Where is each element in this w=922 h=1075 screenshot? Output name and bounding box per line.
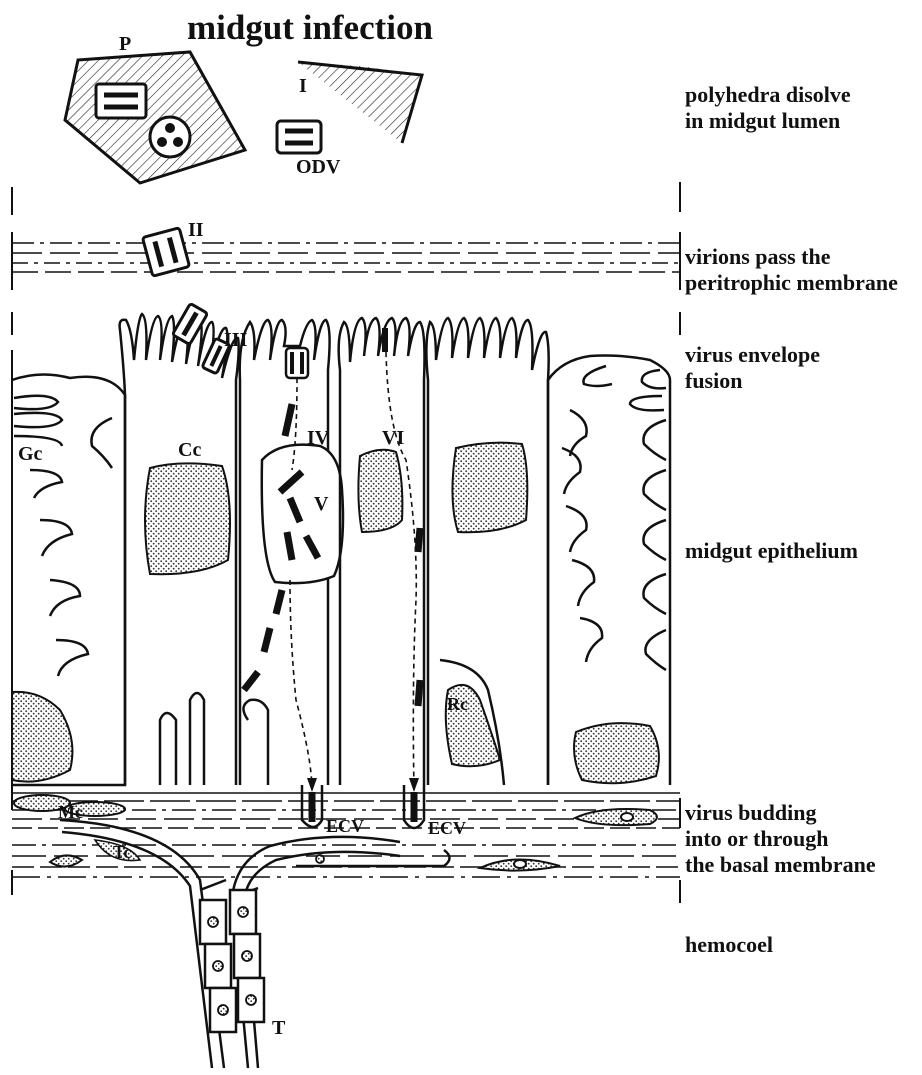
label-vi: VI	[382, 428, 404, 448]
label-t: T	[272, 1018, 285, 1038]
label-ecv-right: ECV	[428, 818, 466, 838]
label-gc: Gc	[18, 444, 42, 464]
polyhedron-shape	[65, 52, 245, 183]
nucleus-goblet-right	[574, 723, 659, 783]
label-cc: Cc	[178, 440, 201, 460]
label-iii: III	[224, 330, 247, 350]
stage-label-peritrophic: virions pass the peritrophic membrane	[685, 244, 898, 296]
region-boundaries	[12, 182, 680, 903]
stage-label-lumen: polyhedra disolve in midgut lumen	[685, 82, 851, 134]
nucleus-right	[452, 443, 527, 533]
label-odv: ODV	[296, 157, 340, 177]
columnar-cell-vi	[339, 318, 425, 828]
stage-label-hemocoel: hemocoel	[685, 932, 773, 958]
label-ecv-left: ECV	[326, 816, 364, 836]
vesicle-v	[262, 445, 343, 584]
stage-label-fusion: virus envelope fusion	[685, 342, 820, 394]
nucleus-goblet-left	[12, 692, 72, 782]
label-i: I	[299, 76, 307, 96]
stage-label-epithelium: midgut epithelium	[685, 538, 858, 564]
odv-virion	[277, 121, 321, 153]
label-iv: IV	[307, 428, 329, 448]
pathway-arrowheads	[307, 778, 419, 792]
label-tc: Tc	[113, 842, 131, 862]
label-v: V	[314, 494, 328, 514]
label-ii: II	[188, 220, 204, 240]
label-p: P	[119, 34, 131, 54]
label-rc: Rc	[447, 694, 468, 714]
goblet-cell-right	[548, 356, 670, 786]
virion-passing	[142, 228, 189, 276]
peritrophic-membrane	[12, 243, 680, 272]
stage-label-budding: virus budding into or through the basal …	[685, 800, 876, 878]
nucleus-vi	[358, 450, 402, 532]
page-title: midgut infection	[150, 8, 470, 48]
nucleus-columnar-cc	[145, 463, 230, 574]
label-mc: Mc	[58, 802, 83, 822]
columnar-cell-right	[426, 318, 548, 785]
